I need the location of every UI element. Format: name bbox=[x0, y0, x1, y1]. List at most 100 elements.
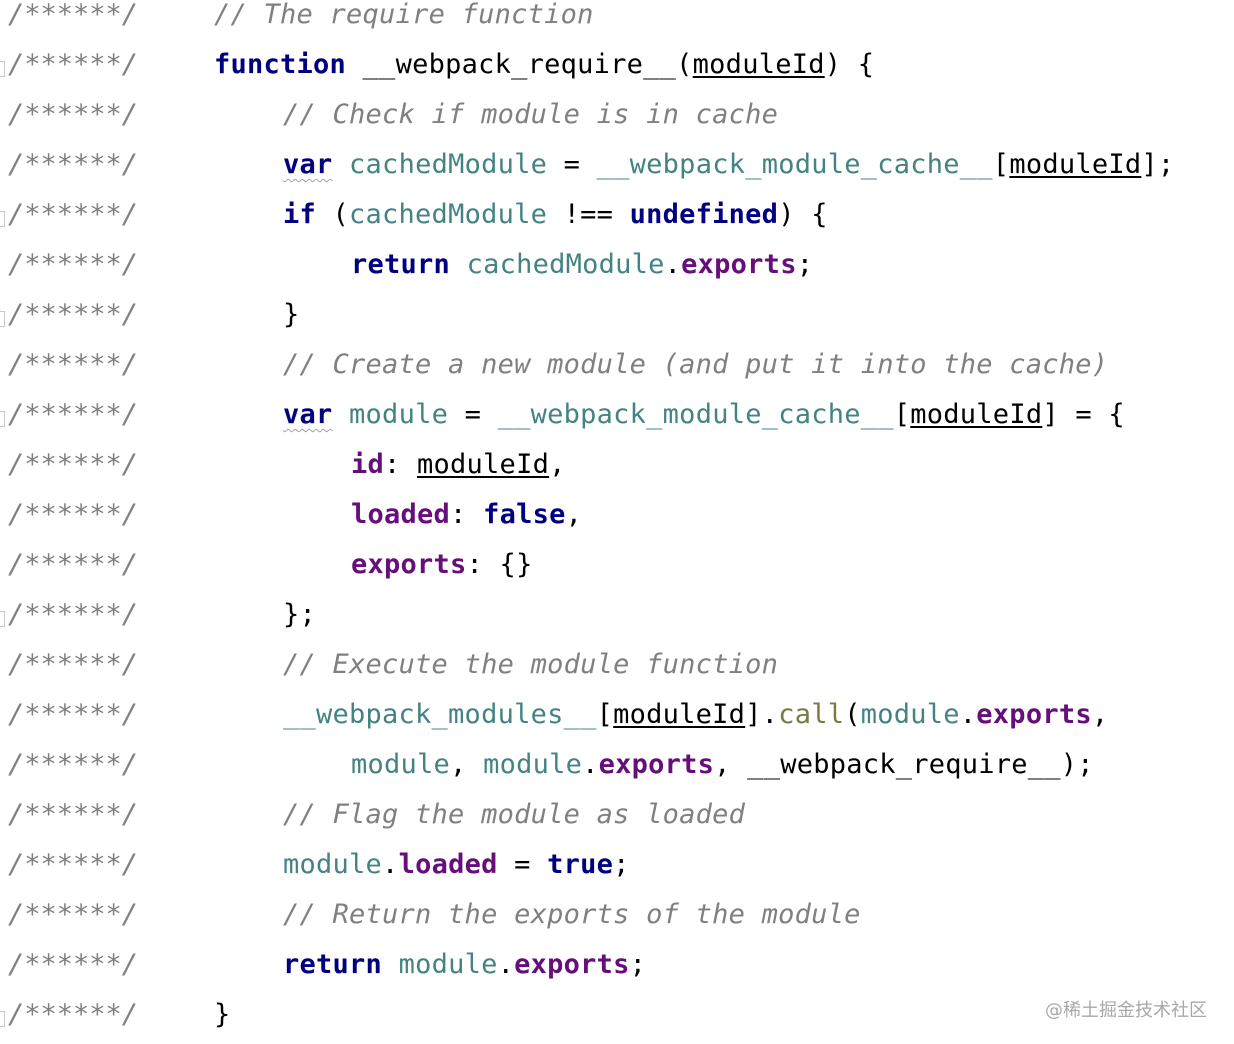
punctuation-token: . bbox=[382, 849, 399, 880]
punctuation-token: ( bbox=[316, 199, 350, 230]
punctuation-token: : {} bbox=[466, 549, 533, 580]
line-code: return cachedModule.exports; bbox=[351, 240, 813, 290]
gutter-marker: /******/ bbox=[8, 299, 139, 330]
fold-marker-icon[interactable] bbox=[0, 611, 5, 627]
gutter-marker: /******/ bbox=[8, 799, 139, 830]
code-line[interactable]: /******/ // Return the exports of the mod… bbox=[0, 890, 1234, 940]
line-code: module, module.exports, __webpack_requir… bbox=[351, 740, 1094, 790]
keyword-token: undefined bbox=[629, 199, 779, 230]
fold-marker-icon[interactable] bbox=[0, 411, 5, 427]
variable-token: cachedModule bbox=[349, 149, 548, 180]
code-line[interactable]: /******/ loaded: false, bbox=[0, 490, 1234, 540]
parameter-token: moduleId bbox=[692, 49, 825, 80]
gutter-marker: /******/ bbox=[8, 949, 139, 980]
gutter-marker: /******/ bbox=[8, 699, 139, 730]
code-line[interactable]: /******/}; bbox=[0, 590, 1234, 640]
gutter-marker: /******/ bbox=[8, 599, 139, 630]
punctuation-token: = bbox=[497, 849, 548, 880]
code-line[interactable]: /******/module, module.exports, __webpac… bbox=[0, 740, 1234, 790]
punctuation-token: ] = { bbox=[1042, 399, 1125, 430]
line-code: module.loaded = true; bbox=[283, 840, 630, 890]
punctuation-token: } bbox=[214, 999, 231, 1030]
punctuation-token: . bbox=[497, 949, 515, 980]
punctuation-token: . bbox=[664, 249, 682, 280]
comment-token: // Flag the module as loaded bbox=[283, 799, 746, 830]
code-line[interactable]: /******/var module = __webpack_module_ca… bbox=[0, 390, 1234, 440]
code-line[interactable]: /******/} bbox=[0, 990, 1234, 1040]
line-code: exports: {} bbox=[351, 540, 533, 590]
punctuation-token: __webpack_require__( bbox=[346, 49, 693, 80]
comment-token: // Execute the module function bbox=[283, 649, 779, 680]
code-line[interactable]: /******/if (cachedModule !== undefined) … bbox=[0, 190, 1234, 240]
code-line[interactable]: /******/return cachedModule.exports; bbox=[0, 240, 1234, 290]
code-line[interactable]: /******/ // Flag the module as loaded bbox=[0, 790, 1234, 840]
variable-token: cachedModule bbox=[349, 199, 548, 230]
line-code: } bbox=[214, 990, 231, 1040]
line-code: var cachedModule = __webpack_module_cach… bbox=[283, 140, 1174, 190]
punctuation-token: ; bbox=[613, 849, 630, 880]
punctuation-token: ( bbox=[844, 699, 861, 730]
property-token: exports bbox=[598, 749, 715, 780]
punctuation-token: = bbox=[448, 399, 498, 430]
code-line[interactable]: /******/function __webpack_require__(mod… bbox=[0, 40, 1234, 90]
gutter-marker: /******/ bbox=[8, 349, 139, 380]
punctuation-token: ) { bbox=[824, 49, 875, 80]
punctuation-token: ; bbox=[629, 949, 647, 980]
punctuation-token: , bbox=[549, 449, 566, 480]
fold-marker-icon[interactable] bbox=[0, 1011, 5, 1027]
line-code: // Return the exports of the module bbox=[283, 890, 861, 940]
variable-token: module bbox=[398, 949, 498, 980]
keyword-token: if bbox=[283, 199, 317, 230]
line-code: // The require function bbox=[214, 0, 594, 40]
punctuation-token bbox=[333, 149, 350, 180]
method-token: call bbox=[778, 699, 845, 730]
code-line[interactable]: /******/id: moduleId, bbox=[0, 440, 1234, 490]
line-code: return module.exports; bbox=[283, 940, 646, 990]
line-code: loaded: false, bbox=[351, 490, 582, 540]
code-line[interactable]: /******/ return module.exports; bbox=[0, 940, 1234, 990]
variable-token: __webpack_module_cache__ bbox=[497, 399, 894, 430]
gutter-marker: /******/ bbox=[8, 399, 139, 430]
code-line[interactable]: /******/ __webpack_modules__[moduleId].ca… bbox=[0, 690, 1234, 740]
fold-marker-icon[interactable] bbox=[0, 211, 5, 227]
code-line[interactable]: /******/// Execute the module function bbox=[0, 640, 1234, 690]
code-line[interactable]: /******/module.loaded = true; bbox=[0, 840, 1234, 890]
code-line[interactable]: /******/} bbox=[0, 290, 1234, 340]
fold-marker-icon[interactable] bbox=[0, 311, 5, 327]
keyword-token: false bbox=[483, 499, 566, 530]
punctuation-token bbox=[382, 949, 399, 980]
punctuation-token: : bbox=[384, 449, 418, 480]
watermark: @稀土掘金技术社区 bbox=[1045, 1000, 1207, 1021]
gutter-marker: /******/ bbox=[8, 899, 139, 930]
keyword-token: return bbox=[283, 949, 383, 980]
punctuation-token: : bbox=[450, 499, 484, 530]
code-line[interactable]: /******/// The require function bbox=[0, 0, 1234, 40]
gutter-marker: /******/ bbox=[8, 499, 139, 530]
punctuation-token: = bbox=[547, 149, 597, 180]
variable-token: module bbox=[860, 699, 960, 730]
property-token: exports bbox=[351, 549, 467, 580]
code-line[interactable]: /******/// Check if module is in cache bbox=[0, 90, 1234, 140]
line-code: if (cachedModule !== undefined) { bbox=[283, 190, 828, 240]
comment-token: // Check if module is in cache bbox=[283, 99, 779, 130]
code-line[interactable]: /******/// Create a new module (and put … bbox=[0, 340, 1234, 390]
variable-token: cachedModule bbox=[466, 249, 665, 280]
fold-marker-icon[interactable] bbox=[0, 61, 5, 77]
gutter-marker: /******/ bbox=[8, 49, 139, 80]
code-line[interactable]: /******/var cachedModule = __webpack_mod… bbox=[0, 140, 1234, 190]
line-code: // Check if module is in cache bbox=[283, 90, 778, 140]
punctuation-token: , __webpack_require__); bbox=[714, 749, 1094, 780]
keyword-token: var bbox=[283, 399, 333, 430]
code-line[interactable]: /******/exports: {} bbox=[0, 540, 1234, 590]
punctuation-token: ]. bbox=[745, 699, 779, 730]
punctuation-token: ) { bbox=[778, 199, 828, 230]
variable-token: module bbox=[351, 749, 451, 780]
gutter-marker: /******/ bbox=[8, 449, 139, 480]
punctuation-token: !== bbox=[547, 199, 630, 230]
property-token: loaded bbox=[398, 849, 498, 880]
keyword-token: return bbox=[351, 249, 451, 280]
comment-token: // Return the exports of the module bbox=[283, 899, 861, 930]
line-code: __webpack_modules__[moduleId].call(modul… bbox=[283, 690, 1108, 740]
variable-token: module bbox=[483, 749, 583, 780]
